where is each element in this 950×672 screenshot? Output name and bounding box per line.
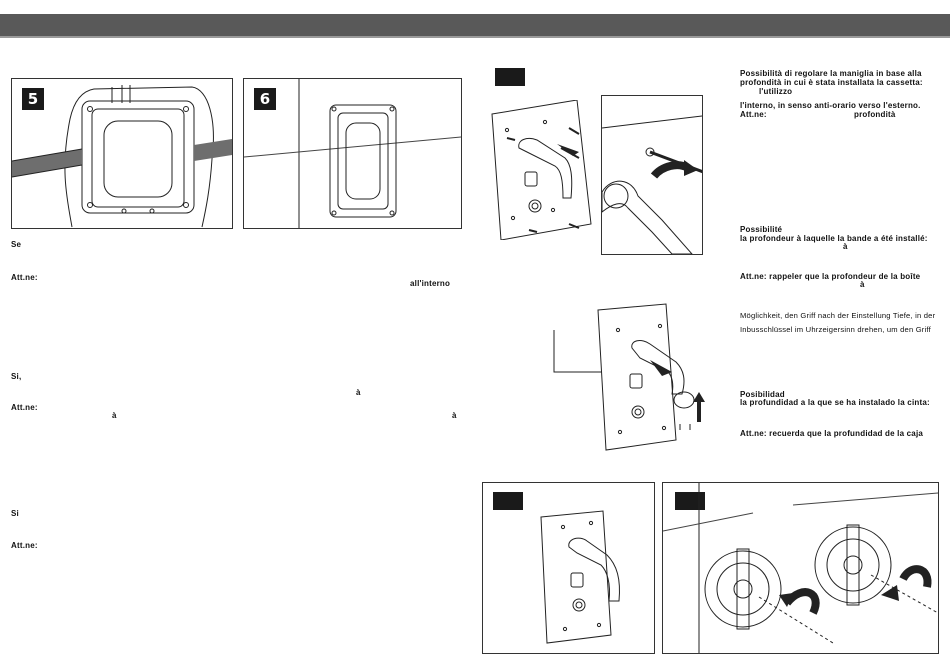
text-a-3: à	[452, 411, 457, 420]
it-line-2: profondità in cui è stata installata la …	[740, 78, 923, 87]
final-faucet-panel	[482, 482, 655, 654]
fr-line-2: la profondeur à laquelle la bande a été …	[740, 234, 928, 243]
de-line-1: Möglichkeit, den Griff nach der Einstell…	[740, 311, 936, 320]
text-si-2: Si	[11, 509, 19, 518]
step-5-illustration	[12, 85, 232, 228]
es-line-3: Att.ne: recuerda que la profundidad de l…	[740, 429, 924, 438]
text-si-1: Si,	[11, 372, 22, 381]
handle-rotation-illustration	[663, 483, 938, 653]
header-bar	[0, 14, 950, 38]
fr-line-3: à	[843, 242, 848, 251]
it-line-1: Possibilità di regolare la maniglia in b…	[740, 69, 922, 78]
allen-key-illustration	[602, 115, 702, 254]
handle-step-badge	[675, 492, 705, 510]
it-line-5-label: Att.ne:	[740, 110, 767, 119]
fr-line-1: Possibilité	[740, 225, 783, 234]
de-line-2: Inbusschlüssel im Uhrzeigersinn drehen, …	[740, 325, 931, 334]
allen-key-panel	[601, 95, 703, 255]
text-a-1: à	[356, 388, 361, 397]
it-line-3: l'utilizzo	[759, 87, 793, 96]
text-a-2: à	[112, 411, 117, 420]
handle-rotation-panel	[662, 482, 939, 654]
text-attne-3: Att.ne:	[11, 541, 38, 550]
faucet-handle-adjust-illustration	[553, 303, 705, 451]
faucet-plate-screws-illustration	[491, 100, 592, 240]
step-6-illustration	[244, 79, 461, 228]
step-6-panel: 6	[243, 78, 462, 229]
es-line-2: la profundidad a la que se ha instalado …	[740, 398, 930, 407]
text-allinterno: all'interno	[410, 279, 451, 288]
step-5-badge: 5	[22, 88, 44, 110]
step-6-badge: 6	[254, 88, 276, 110]
es-line-1: Posibilidad	[740, 390, 785, 399]
text-se: Se	[11, 240, 22, 249]
step-upper-badge	[495, 68, 525, 86]
text-attne-2: Att.ne:	[11, 403, 38, 412]
final-faucet-illustration	[540, 510, 620, 644]
final-step-badge	[493, 492, 523, 510]
fr-line-5: à	[860, 280, 865, 289]
it-line-5-word: profondità	[854, 110, 896, 119]
step-5-panel: 5	[11, 78, 233, 229]
text-attne-1: Att.ne:	[11, 273, 38, 282]
fr-line-4: Att.ne: rappeler que la profondeur de la…	[740, 272, 921, 281]
it-line-4: l'interno, in senso anti-orario verso l'…	[740, 101, 921, 110]
